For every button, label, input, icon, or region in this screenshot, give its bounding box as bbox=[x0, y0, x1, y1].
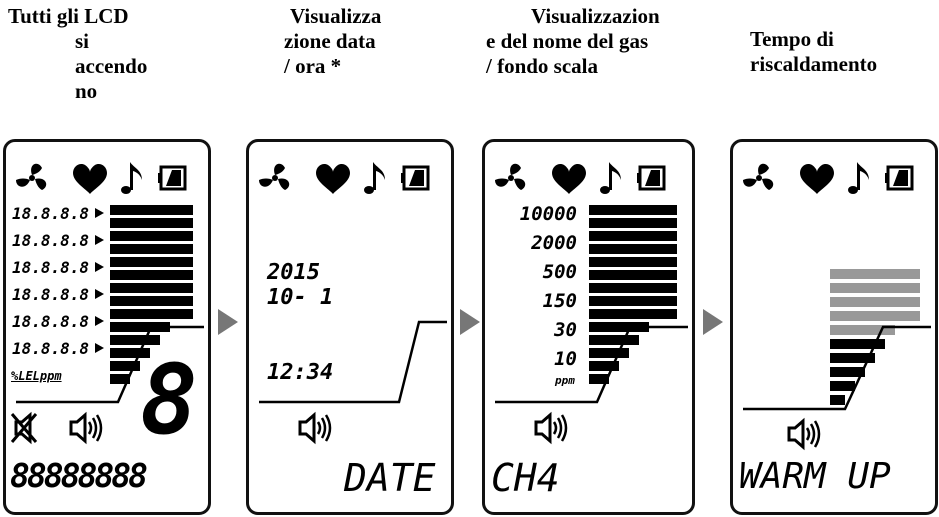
segment-label: 18.8.8.8 bbox=[12, 258, 90, 277]
scale-label: 500 bbox=[542, 261, 577, 283]
lcd-panel-all-segments: 18.8.8.8 18.8.8.8 18.8.8.8 18.8.8.8 18.8… bbox=[3, 139, 211, 515]
curve-line bbox=[743, 325, 931, 411]
curve-line bbox=[495, 325, 688, 404]
caption-line: accendo bbox=[75, 54, 148, 78]
speaker-icon bbox=[787, 419, 821, 449]
music-note-icon bbox=[600, 162, 621, 194]
fan-icon bbox=[495, 163, 526, 190]
caption-line: no bbox=[75, 79, 98, 103]
caption-line: Tutti gli LCD bbox=[8, 4, 129, 28]
triangle-arrow-icon bbox=[218, 309, 238, 335]
lcd-panel-warm-up: WARM UP bbox=[730, 139, 938, 515]
battery-icon bbox=[635, 165, 666, 191]
segment-label: 18.8.8.8 bbox=[12, 204, 90, 223]
date-day: 10- 1 bbox=[267, 285, 334, 310]
caption-warm-up: Tempo di riscaldamento bbox=[750, 27, 877, 77]
bottom-text: 88888888 bbox=[10, 456, 148, 495]
fan-icon bbox=[16, 163, 47, 190]
scale-label: 30 bbox=[554, 319, 577, 341]
lcd-graphics bbox=[495, 162, 688, 443]
fan-icon bbox=[743, 163, 774, 190]
speaker-icon bbox=[69, 413, 103, 443]
unit-label: ppm bbox=[555, 374, 575, 387]
music-note-icon bbox=[121, 162, 142, 194]
lcd-graphics bbox=[259, 162, 447, 443]
fan-icon bbox=[259, 163, 290, 190]
bar-graph bbox=[110, 205, 193, 384]
lcd-graphics bbox=[743, 162, 931, 449]
bottom-text: CH4 bbox=[491, 456, 560, 500]
heart-icon bbox=[800, 163, 834, 194]
scale-label-list: 10000 2000 500 150 30 10 bbox=[507, 200, 577, 374]
segment-label: 18.8.8.8 bbox=[12, 231, 90, 250]
caption-line: Visualizzazion bbox=[531, 4, 660, 28]
muted-speaker-icon bbox=[10, 411, 38, 445]
heart-icon bbox=[552, 163, 586, 194]
caption-line: riscaldamento bbox=[750, 52, 878, 76]
caption-line: zione data bbox=[284, 29, 376, 53]
curve-line bbox=[259, 320, 447, 404]
big-digit: 8 bbox=[140, 344, 198, 456]
segment-label: 18.8.8.8 bbox=[12, 285, 90, 304]
music-note-icon bbox=[848, 162, 869, 194]
battery-icon bbox=[883, 165, 914, 191]
battery-icon bbox=[399, 165, 430, 191]
lcd-panel-date-time: 2015 10- 1 12:34 DATE bbox=[246, 139, 454, 515]
caption-line: / fondo scala bbox=[486, 54, 599, 78]
scale-label: 2000 bbox=[531, 232, 577, 254]
caption-gas-name: Visualizzazion e del nome del gas / fond… bbox=[486, 4, 660, 79]
caption-line: Tempo di bbox=[750, 27, 834, 51]
segment-label: 18.8.8.8 bbox=[12, 312, 90, 331]
triangle-arrow-icon bbox=[703, 309, 723, 335]
date-year: 2015 bbox=[267, 260, 320, 285]
speaker-icon bbox=[298, 413, 332, 443]
scale-label: 10000 bbox=[519, 203, 577, 225]
heart-icon bbox=[73, 163, 107, 194]
scale-label: 10 bbox=[554, 348, 577, 370]
segment-label: 18.8.8.8 bbox=[12, 339, 90, 358]
indicator-arrows bbox=[95, 208, 104, 353]
caption-line: Visualizza bbox=[290, 4, 382, 28]
time-value: 12:34 bbox=[267, 360, 334, 385]
lcd-graphics bbox=[10, 162, 204, 445]
caption-line: si bbox=[75, 29, 90, 53]
caption-line: e del nome del gas bbox=[486, 29, 649, 53]
battery-icon bbox=[156, 165, 187, 191]
scale-label: 150 bbox=[542, 290, 577, 312]
music-note-icon bbox=[364, 162, 385, 194]
heart-icon bbox=[316, 163, 350, 194]
bottom-text: DATE bbox=[344, 456, 436, 500]
curve-line bbox=[16, 325, 204, 404]
unit-label: %LELppm bbox=[11, 369, 62, 383]
caption-all-lcd-on: Tutti gli LCD si accendo no bbox=[8, 4, 147, 104]
bar-graph bbox=[589, 205, 677, 384]
triangle-arrow-icon bbox=[460, 309, 480, 335]
segment-label-list: 18.8.8.8 18.8.8.8 18.8.8.8 18.8.8.8 18.8… bbox=[12, 200, 89, 362]
caption-line: / ora * bbox=[284, 54, 342, 78]
caption-date-time: Visualizza zione data / ora * bbox=[284, 4, 381, 79]
warm-up-bar-graph bbox=[830, 269, 920, 405]
speaker-icon bbox=[534, 413, 568, 443]
lcd-panel-gas-name: 10000 2000 500 150 30 10 ppm CH4 bbox=[482, 139, 695, 515]
bottom-text: WARM UP bbox=[739, 456, 891, 497]
